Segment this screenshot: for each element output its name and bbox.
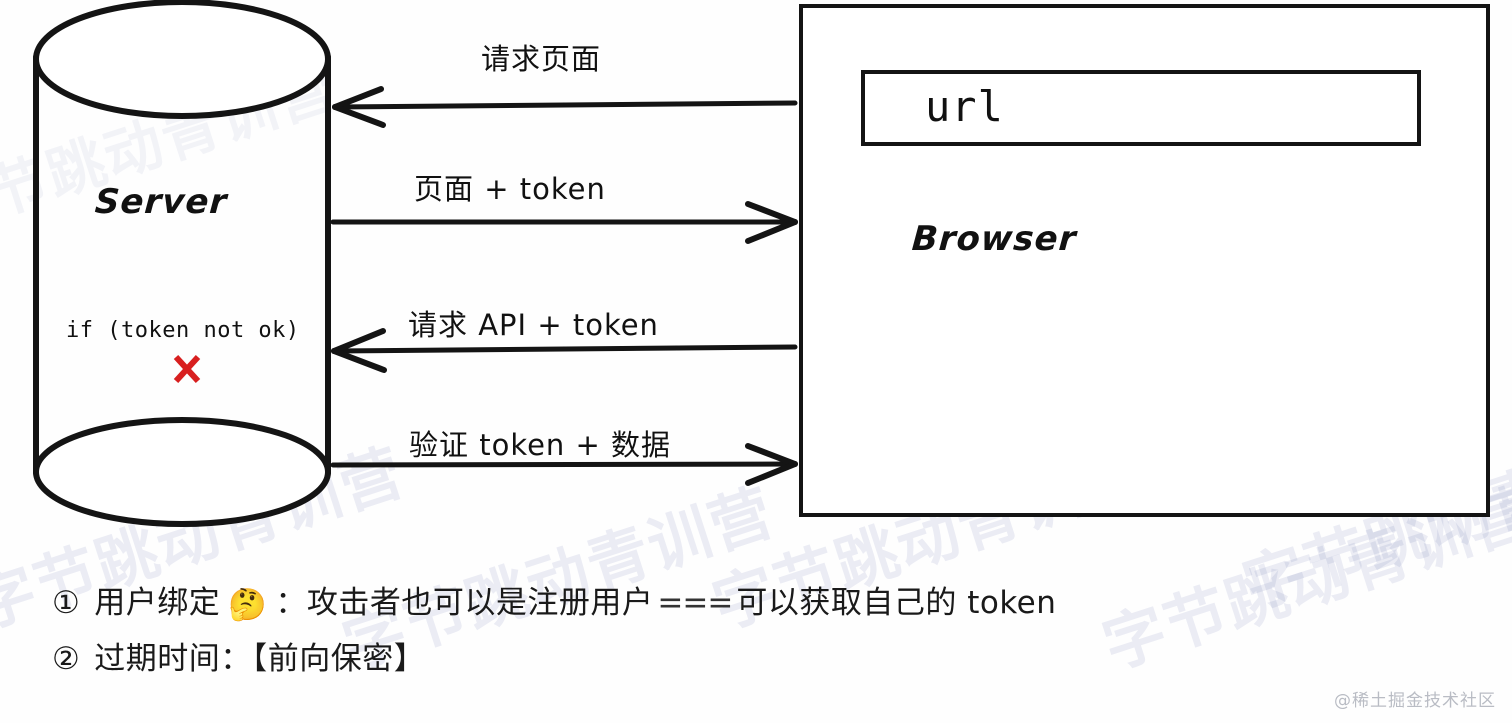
notes-list: ① 用户绑定 🤔 ：攻击者也可以是注册用户 === 可以获取自己的 token …: [52, 588, 1056, 700]
note-item: ② 过期时间：【前向保密】: [52, 644, 1056, 675]
cylinder-top-ellipse: [33, 0, 331, 119]
arrow-page-plus-token: [330, 201, 798, 244]
note-number: ②: [52, 641, 81, 677]
arrow-label-request-api-token: 请求 API + token: [408, 308, 659, 342]
cylinder-bottom-ellipse: [33, 417, 331, 527]
arrow-label-verify-token-data: 验证 token + 数据: [409, 428, 672, 462]
arrow-request-page: [332, 86, 798, 128]
note-number: ①: [52, 585, 81, 621]
server-cylinder: [30, 0, 340, 530]
note-text-tail: 可以获取自己的 token: [736, 585, 1057, 621]
url-bar[interactable]: [861, 70, 1421, 146]
server-label: Server: [93, 182, 229, 222]
site-credit-watermark: @稀土掘金技术社区: [1334, 691, 1496, 711]
arrow-label-page-plus-token: 页面 + token: [414, 172, 606, 206]
note-item: ① 用户绑定 🤔 ：攻击者也可以是注册用户 === 可以获取自己的 token: [52, 585, 1057, 623]
note-text-before: 过期时间：【前向保密】: [94, 641, 426, 677]
browser-label: Browser: [910, 219, 1078, 259]
red-cross-icon: [173, 354, 201, 384]
note-equals: ===: [657, 585, 733, 621]
server-condition-text: if (token not ok): [66, 318, 300, 343]
thinking-face-icon: 🤔: [228, 587, 268, 623]
note-text-after: ：攻击者也可以是注册用户: [275, 585, 654, 621]
arrow-label-request-page: 请求页面: [481, 42, 602, 76]
url-input-value[interactable]: url: [925, 82, 1004, 131]
note-text-before: 用户绑定: [94, 585, 221, 621]
